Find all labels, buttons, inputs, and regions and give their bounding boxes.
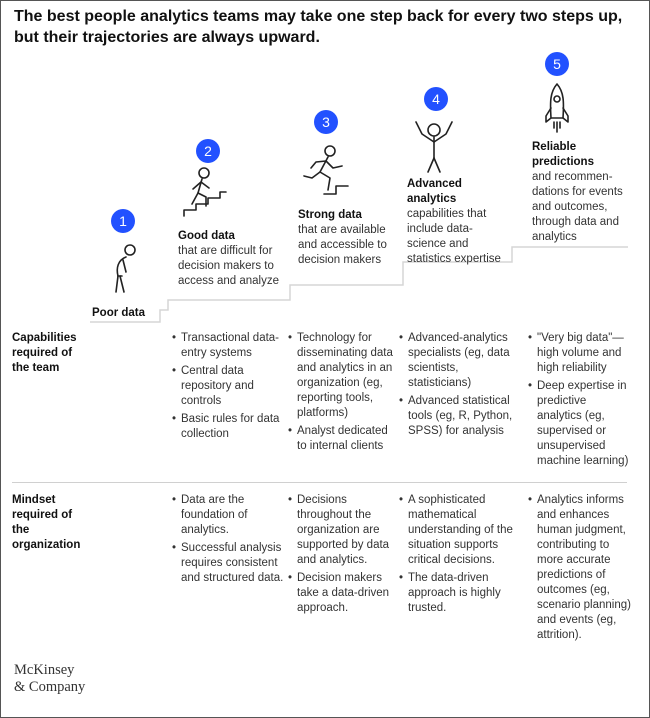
mindset-column-5: •Analytics informs and enhances human ju… [528, 493, 634, 646]
capabilities-column-5: •"Very big data"—high volume and high re… [528, 331, 634, 472]
mindset-column-4: •A sophisticated mathematical understand… [399, 493, 521, 619]
list-item: •Technology for disseminating data and a… [288, 332, 393, 419]
step-4-title: Advanced analytics [407, 178, 462, 205]
step-1-text: Poor data [92, 306, 145, 321]
person-climbing-stairs-icon [183, 167, 227, 217]
mindset-column-2: •Data are the foundation of analytics. •… [172, 493, 284, 589]
step-1-badge: 1 [111, 209, 135, 233]
step-2-description: that are difficult for decision makers t… [178, 245, 280, 287]
row-label-capabilities: Capabilities required of the team [12, 332, 77, 374]
step-5-badge: 5 [545, 52, 569, 76]
step-5-title: Reliable predictions [532, 141, 594, 168]
step-1-title: Poor data [92, 307, 146, 319]
step-4-description: capabilities that include data-science a… [407, 208, 501, 265]
row-divider [12, 482, 627, 483]
step-2-text: Good data that are difficult for decisio… [178, 229, 288, 289]
capabilities-column-2: •Transactional data-entry systems •Centr… [172, 331, 286, 445]
step-3-title: Strong data [298, 209, 362, 221]
list-item: •Deep expertise in predictive analytics … [528, 380, 629, 467]
step-4-text: Advanced analytics capabilities that inc… [407, 177, 511, 267]
list-item: •Decisions throughout the organization a… [288, 494, 390, 566]
capabilities-column-3: •Technology for disseminating data and a… [288, 331, 396, 457]
mindset-column-3: •Decisions throughout the organization a… [288, 493, 394, 619]
step-3-text: Strong data that are available and acces… [298, 208, 398, 268]
list-item: •Analytics informs and enhances human ju… [528, 494, 631, 641]
list-item: •The data-driven approach is highly trus… [399, 572, 501, 614]
figure-title: The best people analytics teams may take… [14, 8, 623, 46]
list-item: •Successful analysis requires consistent… [172, 542, 284, 584]
list-item: •"Very big data"—high volume and high re… [528, 332, 624, 374]
list-item: •A sophisticated mathematical understand… [399, 494, 513, 566]
list-item: •Decision makers take a data-driven appr… [288, 572, 390, 614]
capabilities-column-4: •Advanced-analytics specialists (eg, dat… [399, 331, 523, 442]
row-label-mindset: Mindset required of the organization [12, 494, 81, 551]
list-item: •Basic rules for data collection [172, 413, 280, 440]
step-2-title: Good data [178, 230, 235, 242]
list-item: •Transactional data-entry systems [172, 332, 280, 359]
step-3-badge: 3 [314, 110, 338, 134]
step-2-badge: 2 [196, 139, 220, 163]
person-arms-raised-icon [415, 121, 453, 173]
step-5-text: Reliable predictions and recommen-dation… [532, 140, 632, 245]
step-5-description: and recommen-dations for events and outc… [532, 171, 623, 243]
list-item: •Central data repository and controls [172, 365, 254, 407]
slouching-person-icon [115, 244, 136, 293]
rocket-icon [545, 83, 569, 133]
mckinsey-logo: McKinsey & Company [14, 662, 86, 695]
list-item: •Advanced statistical tools (eg, R, Pyth… [399, 395, 513, 437]
step-4-badge: 4 [424, 87, 448, 111]
list-item: •Analyst dedicated to internal clients [288, 425, 388, 452]
list-item: •Advanced-analytics specialists (eg, dat… [399, 332, 510, 389]
step-3-description: that are available and accessible to dec… [298, 224, 387, 266]
person-running-icon [303, 145, 349, 195]
list-item: •Data are the foundation of analytics. [172, 494, 248, 536]
